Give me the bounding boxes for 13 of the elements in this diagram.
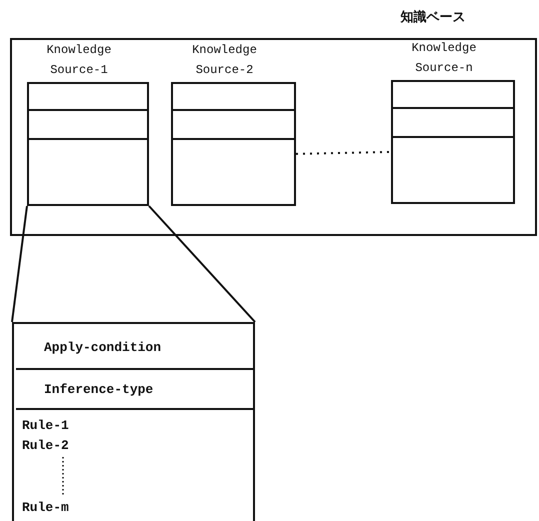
rule-text: Rule-1: [22, 418, 69, 433]
field-row: Inference-type: [16, 370, 255, 410]
heading-text: 知識ベース: [399, 8, 466, 27]
rule-text: Rule-2: [22, 438, 69, 453]
dotted-line: [296, 150, 392, 155]
zoom-line: [148, 205, 256, 323]
heading-text: Knowledge Source-n: [410, 40, 478, 77]
rule-text: Rule-m: [22, 500, 69, 515]
field-row: Apply-condition: [16, 326, 255, 370]
expanded-record-box: [12, 322, 255, 521]
heading-text: Knowledge Source-1: [46, 42, 112, 79]
heading-text: Knowledge Source-2: [191, 42, 258, 79]
zoom-line: [11, 206, 28, 322]
